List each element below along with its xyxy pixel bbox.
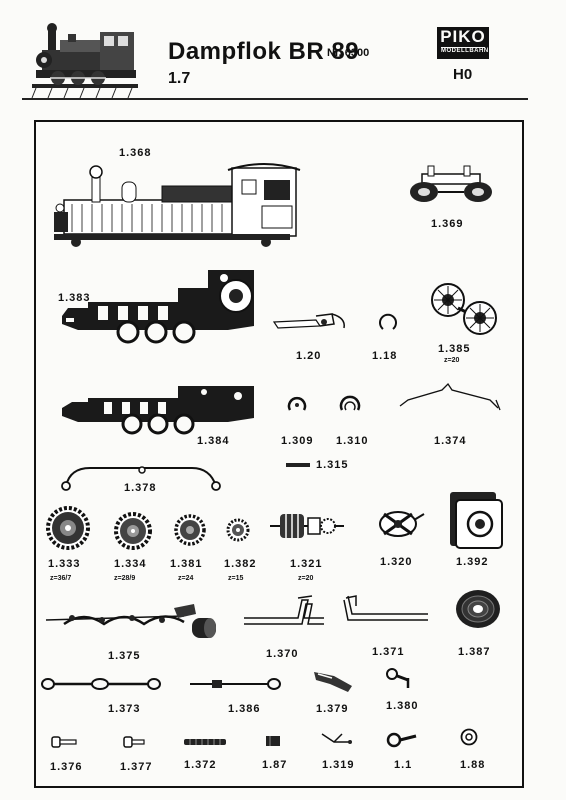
crank-lever-1380: [386, 668, 410, 688]
part-label-1369: 1.369: [431, 218, 464, 230]
catalog-number: Nr. 6300: [327, 47, 370, 59]
coupling-rod-1378: [61, 466, 221, 491]
motor-housing-1392: [450, 492, 503, 549]
valve-gear-assembly-1375: [45, 604, 216, 638]
tooth-count-1333: z=36/7: [50, 575, 72, 582]
wheelset-1385: [431, 283, 497, 335]
part-label-1387: 1.387: [458, 646, 491, 658]
part-label-1374: 1.374: [434, 435, 467, 447]
part-label-1334: 1.334: [114, 558, 147, 570]
part-label-1-20: 1.20: [296, 350, 322, 362]
parts-diagram-frame: [34, 120, 524, 788]
chassis-frame-1384: [62, 386, 254, 435]
part-label-1380: 1.380: [386, 700, 419, 712]
part-label-1309: 1.309: [281, 435, 314, 447]
part-label-1386: 1.386: [228, 703, 261, 715]
retaining-clip-1-18: [379, 313, 397, 330]
side-rod-1373: [41, 678, 161, 690]
part-label-1385: 1.385: [438, 343, 471, 355]
part-label-1-87: 1.87: [262, 759, 288, 771]
header-divider: [22, 98, 528, 100]
tooth-count-1385: z=20: [444, 357, 460, 364]
flywheel-1387: [456, 590, 500, 628]
part-label-1370: 1.370: [266, 648, 299, 660]
gear-1334: [114, 512, 152, 550]
part-label-1-1: 1.1: [394, 759, 413, 771]
part-label-1382: 1.382: [224, 558, 257, 570]
part-label-1333: 1.333: [48, 558, 81, 570]
part-label-1371: 1.371: [372, 646, 405, 658]
bogie-frame-1369: [410, 165, 492, 202]
linkage-1-20: [272, 313, 345, 329]
chassis-frame-1383: [62, 270, 254, 344]
part-label-1319: 1.319: [322, 759, 355, 771]
part-label-1368: 1.368: [119, 147, 152, 159]
part-label-1372: 1.372: [184, 759, 217, 771]
part-label-1373: 1.373: [108, 703, 141, 715]
crank-pin-1-1: [386, 732, 417, 748]
part-label-1376: 1.376: [50, 761, 83, 773]
tooth-count-1321: z=20: [298, 575, 314, 582]
motor-armature-1321: [270, 514, 344, 538]
tooth-count-1381: z=24: [178, 575, 194, 582]
gear-1382: [226, 518, 250, 542]
part-label-1320: 1.320: [380, 556, 413, 568]
brand-subtitle: MODELLBAHN: [441, 47, 489, 54]
gear-1333: [46, 506, 90, 550]
part-label-1310: 1.310: [336, 435, 369, 447]
brand-name: PIKO: [440, 27, 486, 46]
screw-1376: [51, 736, 77, 748]
brush-holder-1320: [379, 511, 425, 537]
header-locomotive-illustration: [31, 23, 138, 99]
part-label-1392: 1.392: [456, 556, 489, 568]
part-label-1377: 1.377: [120, 761, 153, 773]
part-label-1-18: 1.18: [372, 350, 398, 362]
part-label-1321: 1.321: [290, 558, 323, 570]
part-label-1381: 1.381: [170, 558, 203, 570]
contact-spring-1371: [343, 595, 428, 621]
pin-1315: [286, 463, 310, 467]
part-label-1379: 1.379: [316, 703, 349, 715]
rod-1372: [184, 739, 226, 745]
contact-clip-1319: [321, 733, 352, 744]
contact-spring-1370: [244, 595, 324, 625]
bracket-1379: [314, 672, 352, 692]
clip-1309: [287, 396, 307, 411]
scale-label: H0: [453, 66, 473, 83]
gear-1381: [174, 514, 206, 546]
part-label-1315: 1.315: [316, 459, 349, 471]
clip-1310: [339, 395, 361, 411]
part-label-1375: 1.375: [108, 650, 141, 662]
sheet-number: 1.7: [168, 70, 191, 87]
screw-1377: [123, 736, 145, 748]
page-title: Dampflok BR 89: [168, 38, 360, 65]
part-label-1-88: 1.88: [460, 759, 486, 771]
part-label-1378: 1.378: [124, 482, 157, 494]
brand-logo: PIKO MODELLBAHN: [437, 27, 489, 59]
spring-wire-1374: [399, 382, 501, 411]
washer-1-88: [460, 728, 478, 746]
part-label-1384: 1.384: [197, 435, 230, 447]
connecting-rod-1386: [190, 678, 281, 690]
sleeve-1-87: [266, 736, 280, 746]
part-label-1383: 1.383: [58, 292, 91, 304]
tooth-count-1382: z=15: [228, 575, 244, 582]
tooth-count-1334: z=28/9: [114, 575, 136, 582]
locomotive-body-1368: [54, 163, 301, 247]
